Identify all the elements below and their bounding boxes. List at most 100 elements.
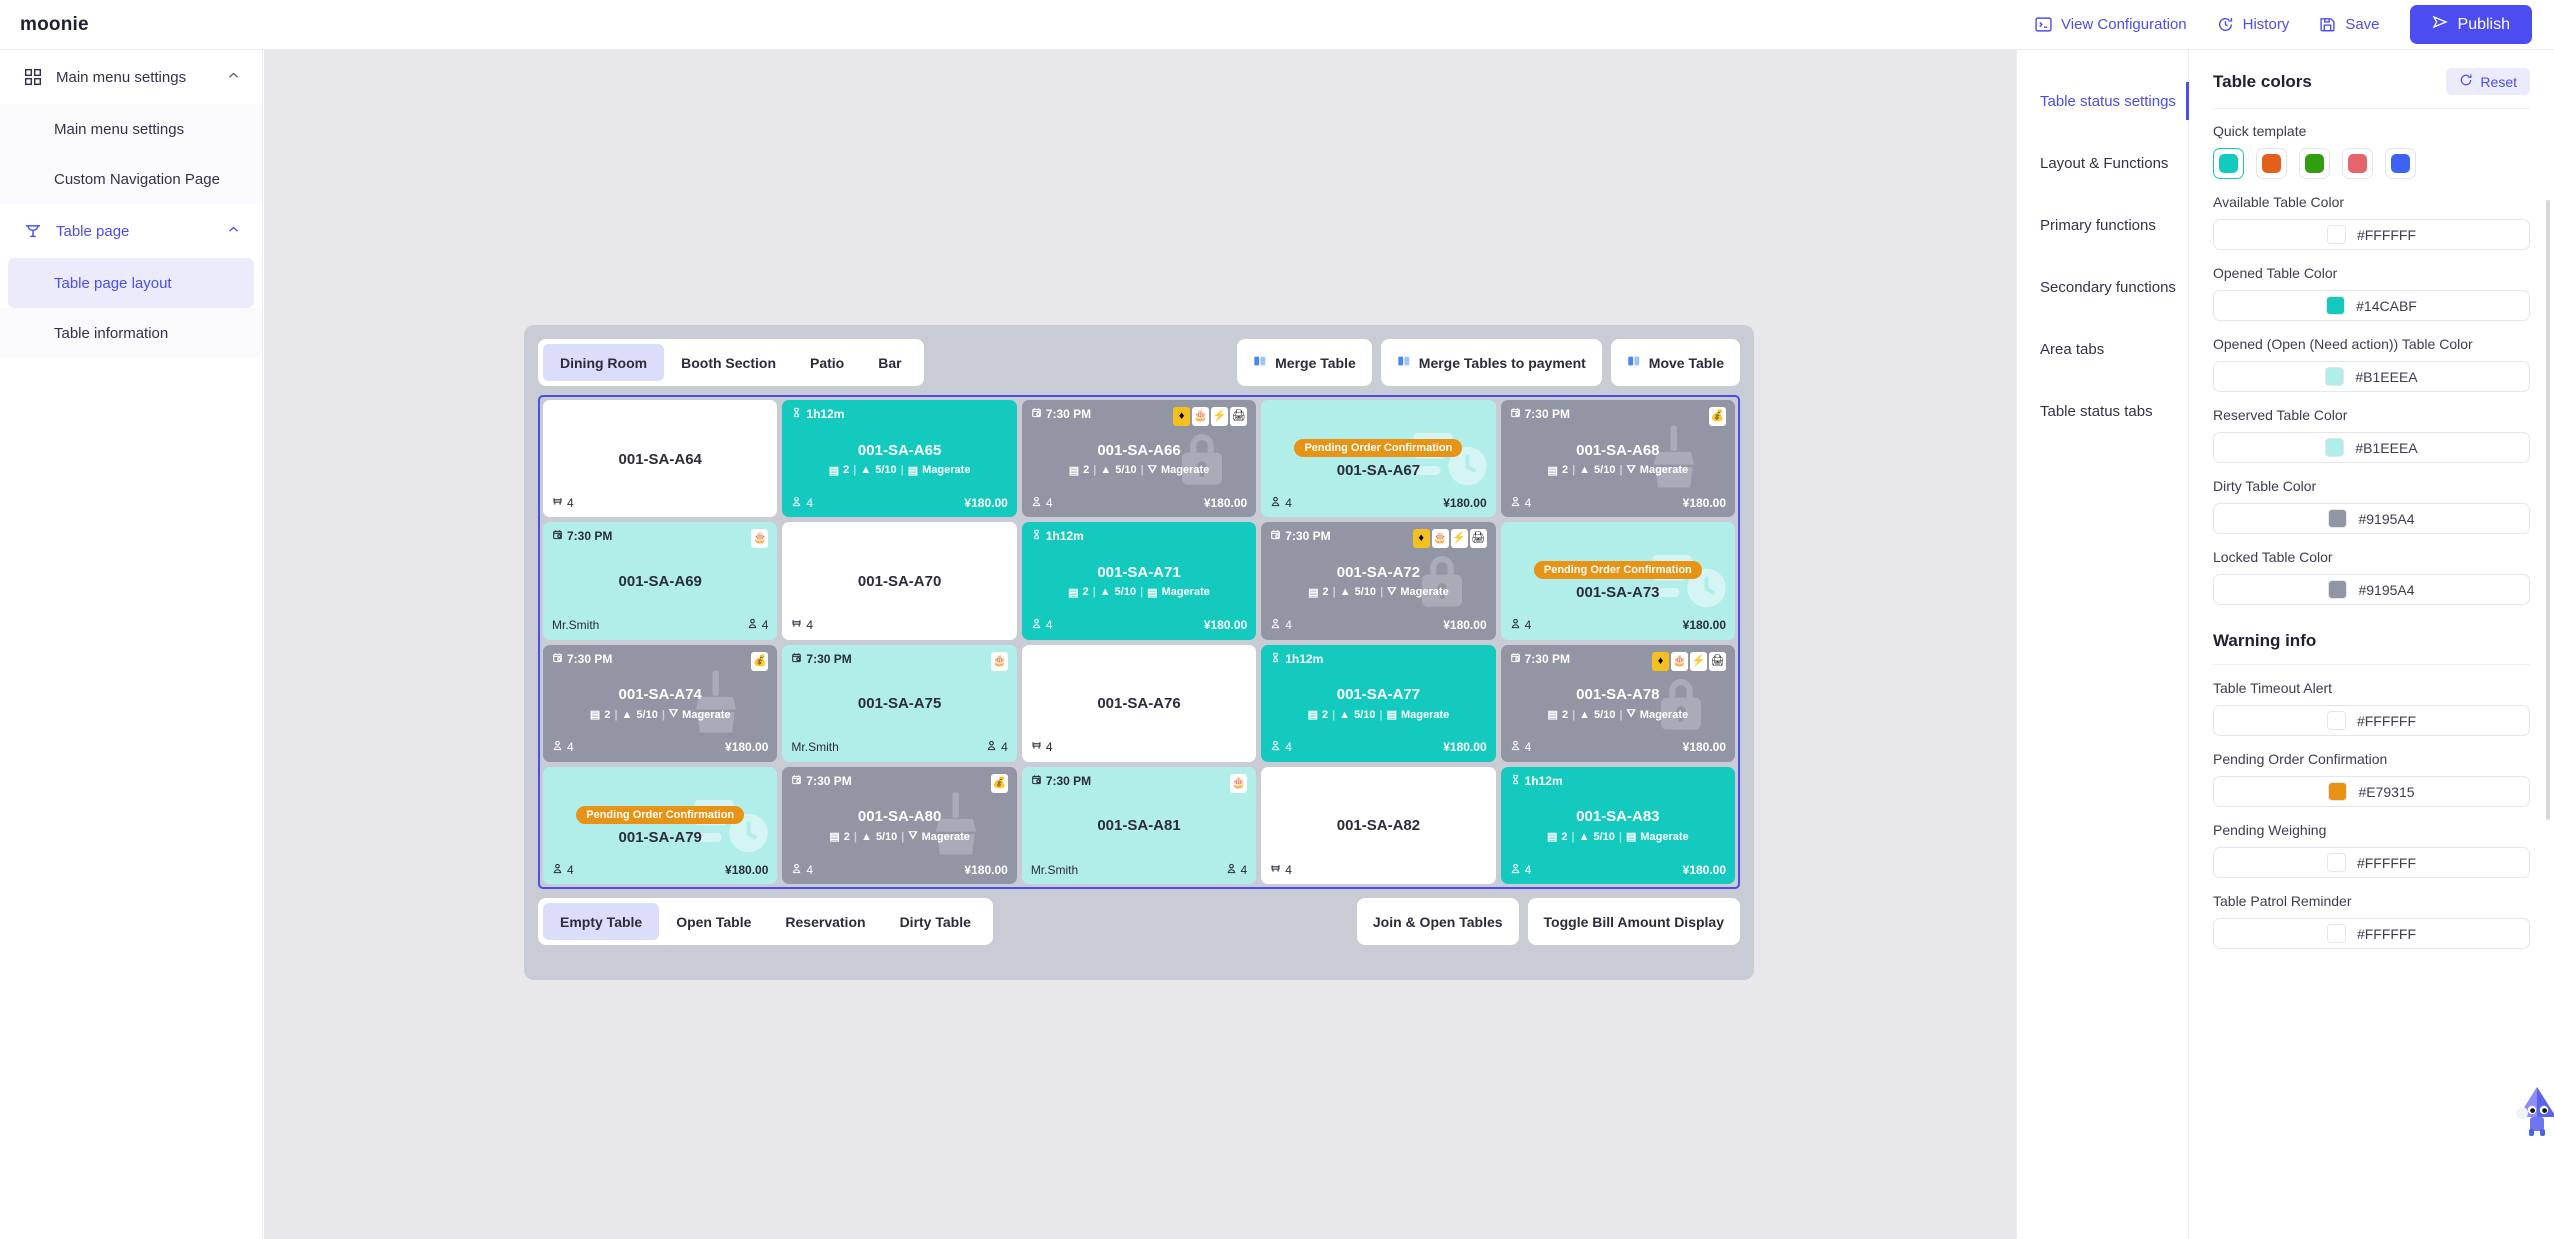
printer-icon[interactable]: 🖨 bbox=[1709, 651, 1727, 671]
sidebar-item-main-menu-settings[interactable]: Main menu settings bbox=[0, 104, 262, 154]
area-tab-bar[interactable]: Bar bbox=[878, 354, 902, 371]
sidebar-item-custom-navigation-page[interactable]: Custom Navigation Page bbox=[0, 154, 262, 204]
panel-scrollbar[interactable] bbox=[2546, 200, 2550, 820]
bolt-icon[interactable]: ⚡ bbox=[1211, 407, 1229, 426]
warning-color-field-2[interactable]: #E79315 bbox=[2213, 776, 2530, 807]
merge-tables-to-payment-button[interactable]: Merge Tables to payment bbox=[1380, 339, 1602, 386]
quick-template-swatch-4[interactable] bbox=[2342, 148, 2373, 179]
color-swatch[interactable] bbox=[2326, 711, 2346, 730]
sidebar-item-table-information[interactable]: Table information bbox=[0, 308, 262, 358]
sidebar-group-table-page[interactable]: Table page bbox=[0, 204, 262, 258]
card-time-label: 1h12m bbox=[1285, 651, 1324, 666]
assistant-mascot[interactable] bbox=[2514, 1083, 2554, 1137]
area-tab-patio[interactable]: Patio bbox=[810, 354, 845, 371]
quick-template-swatch-1[interactable] bbox=[2213, 148, 2244, 179]
seat-count: 4 bbox=[1270, 740, 1292, 754]
status-tab-reservation[interactable]: Reservation bbox=[785, 913, 866, 930]
sidebar-item-table-page-layout[interactable]: Table page layout bbox=[8, 258, 254, 308]
area-tab-dining-room[interactable]: Dining Room bbox=[543, 344, 665, 381]
table-color-field-5[interactable]: #9195A4 bbox=[2213, 503, 2530, 534]
color-swatch[interactable] bbox=[2326, 924, 2346, 943]
seat-count-label: 4 bbox=[806, 495, 814, 510]
save-button[interactable]: Save bbox=[2319, 16, 2380, 33]
table-color-field-6[interactable]: #9195A4 bbox=[2213, 574, 2530, 605]
quick-template-swatch-2[interactable] bbox=[2256, 148, 2287, 179]
status-tab-empty-table[interactable]: Empty Table bbox=[543, 903, 660, 940]
color-swatch[interactable] bbox=[2326, 225, 2346, 244]
bolt-icon[interactable]: ⚡ bbox=[1690, 651, 1708, 671]
table-color-field-2[interactable]: #14CABF bbox=[2213, 290, 2530, 321]
color-swatch[interactable] bbox=[2328, 782, 2348, 801]
moneybag-icon[interactable]: 💰 bbox=[751, 651, 769, 671]
color-swatch[interactable] bbox=[2325, 367, 2345, 386]
sidebar-group-main-menu-settings[interactable]: Main menu settings bbox=[0, 50, 262, 104]
quick-template-swatch-5[interactable] bbox=[2385, 148, 2416, 179]
history-button[interactable]: History bbox=[2217, 16, 2289, 33]
table-color-field-1[interactable]: #FFFFFF bbox=[2213, 219, 2530, 250]
color-swatch[interactable] bbox=[2326, 296, 2346, 315]
color-swatch[interactable] bbox=[2328, 509, 2348, 528]
cake-icon[interactable]: 🎂 bbox=[1230, 773, 1248, 793]
printer-icon[interactable]: 🖨 bbox=[1469, 529, 1487, 549]
settings-nav-primary-functions[interactable]: Primary functions bbox=[2017, 194, 2188, 256]
settings-nav-secondary-functions[interactable]: Secondary functions bbox=[2017, 256, 2188, 318]
table-color-field-4[interactable]: #B1EEEA bbox=[2213, 432, 2530, 463]
warning-color-field-1[interactable]: #FFFFFF bbox=[2213, 705, 2530, 736]
moneybag-icon[interactable]: 💰 bbox=[1709, 407, 1727, 426]
vip-icon[interactable]: ♦ bbox=[1652, 651, 1670, 671]
vip-icon[interactable]: ♦ bbox=[1412, 529, 1430, 549]
warning-color-field-3[interactable]: #FFFFFF bbox=[2213, 847, 2530, 878]
color-swatch[interactable] bbox=[2326, 853, 2346, 872]
view-configuration-button[interactable]: View Configuration bbox=[2035, 16, 2187, 33]
cake-icon[interactable]: 🎂 bbox=[751, 529, 769, 549]
toggle-bill-amount-display-button[interactable]: Toggle Bill Amount Display bbox=[1527, 898, 1740, 945]
orders-icon: ▤ bbox=[1547, 709, 1558, 722]
merge-table-button[interactable]: Merge Table bbox=[1237, 339, 1372, 386]
table-color-field-3[interactable]: #B1EEEA bbox=[2213, 361, 2530, 392]
status-tab-open-table[interactable]: Open Table bbox=[676, 913, 752, 930]
color-swatch[interactable] bbox=[2328, 580, 2348, 599]
bolt-icon[interactable]: ⚡ bbox=[1450, 529, 1468, 549]
quick-template-swatch-3[interactable] bbox=[2299, 148, 2330, 179]
warning-color-field-4[interactable]: #FFFFFF bbox=[2213, 918, 2530, 949]
join-and-open-tables-button[interactable]: Join & Open Tables bbox=[1356, 898, 1519, 945]
status-tab-dirty-table[interactable]: Dirty Table bbox=[899, 913, 971, 930]
settings-nav-table-status-settings[interactable]: Table status settings bbox=[2017, 70, 2189, 132]
vip-icon[interactable]: ♦ bbox=[1173, 407, 1191, 426]
cake-icon[interactable]: 🎂 bbox=[1431, 529, 1449, 549]
publish-button[interactable]: Publish bbox=[2409, 5, 2532, 44]
area-tab-booth-section[interactable]: Booth Section bbox=[681, 354, 776, 371]
move-table-button[interactable]: Move Table bbox=[1610, 339, 1740, 386]
color-swatch[interactable] bbox=[2325, 438, 2345, 457]
printer-icon[interactable]: 🖨 bbox=[1230, 407, 1248, 426]
moneybag-icon[interactable]: 💰 bbox=[990, 773, 1008, 793]
swatch-color bbox=[2305, 154, 2324, 173]
settings-nav-layout-functions[interactable]: Layout & Functions bbox=[2017, 132, 2188, 194]
settings-nav-table-status-tabs[interactable]: Table status tabs bbox=[2017, 380, 2188, 442]
cake-icon[interactable]: 🎂 bbox=[1671, 651, 1689, 671]
settings-nav-area-tabs[interactable]: Area tabs bbox=[2017, 318, 2188, 380]
cake-icon[interactable]: 🎂 bbox=[990, 651, 1008, 671]
cake-icon[interactable]: 🎂 bbox=[1192, 407, 1210, 426]
reset-button[interactable]: Reset bbox=[2446, 68, 2530, 95]
